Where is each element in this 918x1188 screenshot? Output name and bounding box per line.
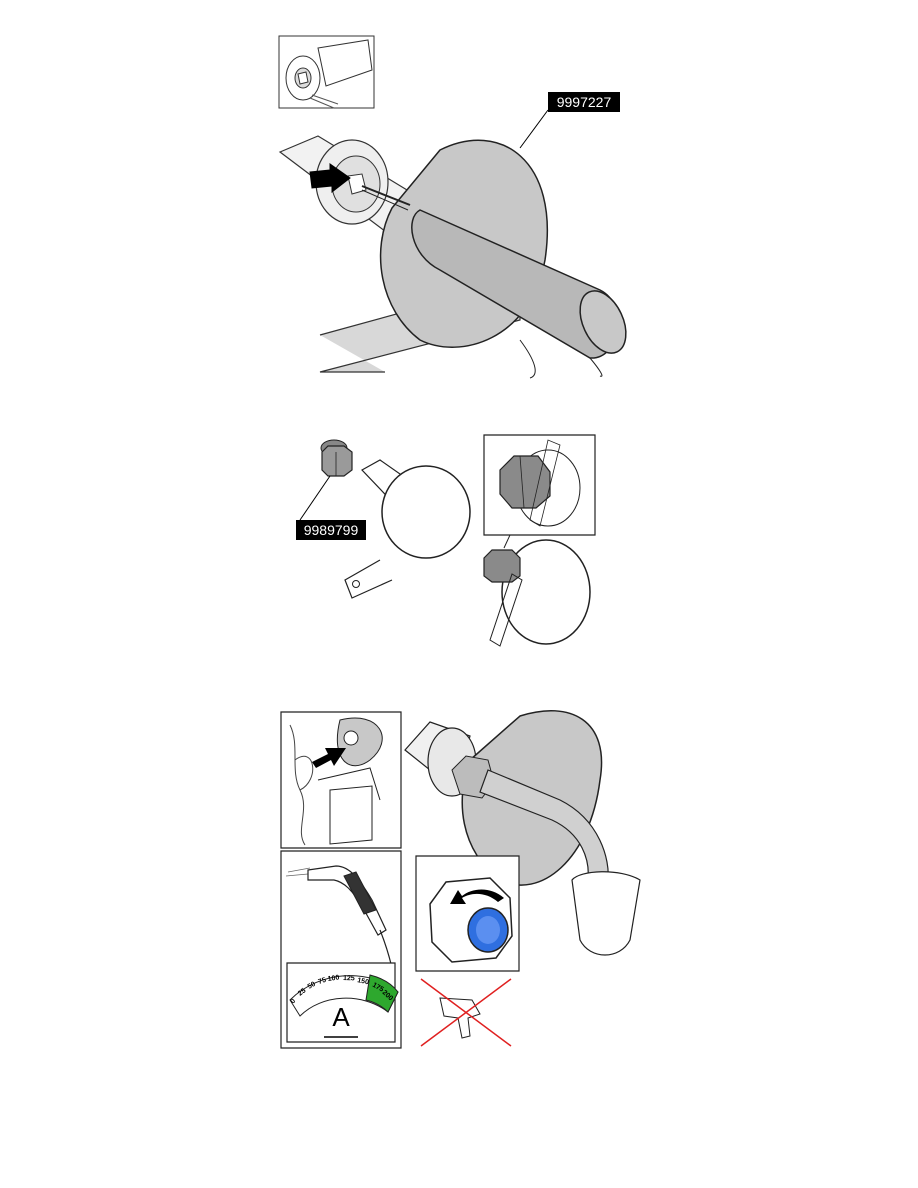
step-2-nut-and-tool: 9989799 — [296, 435, 595, 646]
tool-number-top: 9997227 — [557, 94, 612, 110]
step-3-welding: 0 25 50 75 100 125 150 175 200 A — [281, 711, 640, 1048]
gauge-tick-0: 0 — [289, 998, 297, 1006]
amperage-gauge: 0 25 50 75 100 125 150 175 200 A — [287, 963, 398, 1042]
welding-view — [405, 711, 640, 955]
step-2-detail — [484, 435, 595, 535]
arrow-icon — [312, 748, 346, 768]
gauge-tick-25: 25 — [297, 987, 308, 997]
funnel-tool — [345, 460, 470, 598]
nut-detail — [416, 856, 519, 971]
location-inset — [281, 712, 401, 848]
gauge-tick-150: 150 — [357, 977, 370, 986]
tool-label-middle: 9989799 — [296, 520, 366, 540]
step-1-removal: 9997227 — [279, 36, 635, 378]
gauge-tick-50: 50 — [307, 981, 317, 991]
gauge-tick-100: 100 — [327, 974, 340, 983]
tool-label-top: 9997227 — [548, 92, 620, 112]
prohibited-tool-icon — [421, 979, 511, 1046]
gauge-tick-175: 175 — [371, 982, 385, 994]
nut-in-funnel — [484, 535, 590, 646]
turn-direction-icon — [450, 889, 504, 904]
tool-number-middle: 9989799 — [304, 522, 359, 538]
welder-inset: 0 25 50 75 100 125 150 175 200 A — [281, 851, 401, 1048]
gauge-tick-125: 125 — [343, 975, 355, 982]
step-1-inset — [279, 36, 374, 108]
arrow-icon — [310, 164, 350, 192]
gauge-tick-75: 75 — [317, 977, 327, 986]
gauge-unit: A — [332, 1002, 350, 1032]
hub — [316, 140, 388, 224]
nut-part — [321, 440, 352, 476]
